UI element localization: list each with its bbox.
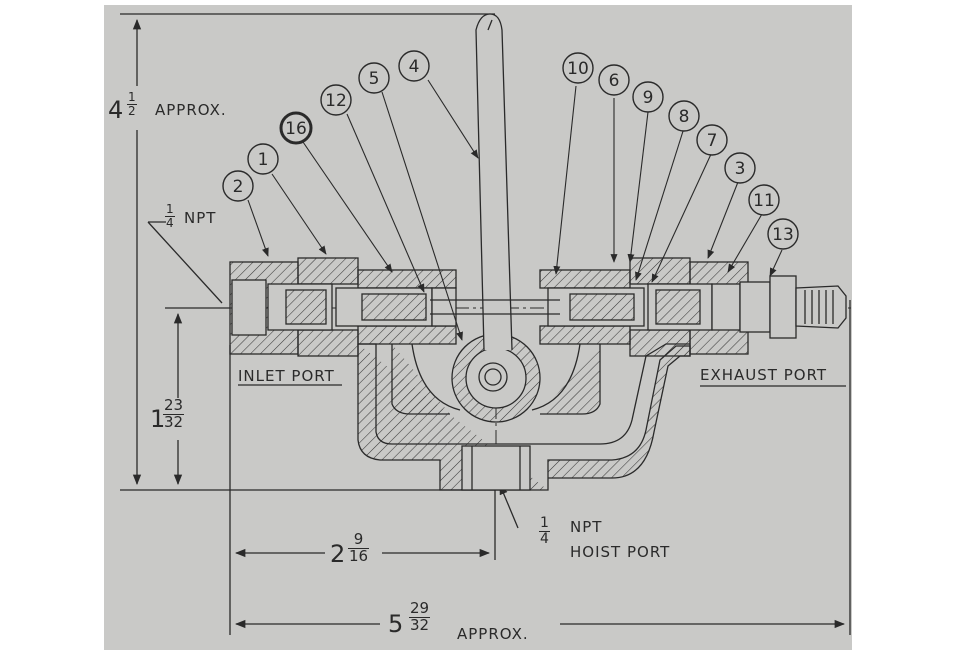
leader-lines xyxy=(247,79,783,341)
port-height-fraction: 23 32 xyxy=(163,396,185,431)
callout-bubbles: 21 16 12 5 4 10 6 9 873 11 13 xyxy=(222,50,799,250)
inlet-thread-label: NPT xyxy=(184,209,217,227)
callout-label: 3 xyxy=(735,159,746,179)
height-dim-whole: 4 xyxy=(108,96,124,124)
center-width-whole: 2 xyxy=(330,540,346,568)
callout-label: 11 xyxy=(753,191,775,211)
valve-body xyxy=(229,257,847,491)
exhaust-port-label: EXHAUST PORT xyxy=(700,366,828,384)
callout-13: 13 xyxy=(767,218,799,250)
callout-label: 13 xyxy=(772,225,794,245)
callout-label: 7 xyxy=(707,131,718,151)
overall-width-whole: 5 xyxy=(388,610,404,638)
height-dim-fraction: 1 2 xyxy=(127,90,137,118)
callout-label: 6 xyxy=(609,71,620,91)
hoist-thread-fraction: 1 4 xyxy=(539,515,550,547)
callout-label: 9 xyxy=(643,88,654,108)
overall-width-fraction: 29 32 xyxy=(409,599,431,634)
dimension-lines xyxy=(120,13,851,635)
callout-label: 16 xyxy=(285,119,307,139)
callout-label: 2 xyxy=(233,177,244,197)
hoist-port-label: HOIST PORT xyxy=(570,543,671,561)
callout-label: 5 xyxy=(369,69,380,89)
lever-handle xyxy=(475,13,513,351)
callout-8: 8 xyxy=(668,100,700,132)
inlet-port-label: INLET PORT xyxy=(238,367,335,385)
callout-16: 16 xyxy=(279,111,313,145)
callout-5: 5 xyxy=(358,62,390,94)
callout-label: 1 xyxy=(258,150,269,170)
callout-label: 12 xyxy=(325,91,347,111)
callout-11: 11 xyxy=(748,184,780,216)
callout-label: 10 xyxy=(567,59,589,79)
hoist-thread-label: NPT xyxy=(570,518,603,536)
callout-label: 8 xyxy=(679,107,690,127)
port-height-whole: 1 xyxy=(150,405,166,433)
callout-9: 9 xyxy=(632,81,664,113)
callout-1: 1 xyxy=(247,143,279,175)
callout-3: 3 xyxy=(724,152,756,184)
callout-12: 12 xyxy=(320,84,352,116)
callout-label: 4 xyxy=(409,57,420,77)
callout-4: 4 xyxy=(398,50,430,82)
callout-2: 2 xyxy=(222,170,254,202)
callout-10: 10 xyxy=(562,52,594,84)
center-width-fraction: 9 16 xyxy=(348,530,370,565)
height-dim-suffix: APPROX. xyxy=(155,101,227,119)
callout-6: 6 xyxy=(598,64,630,96)
overall-width-suffix: APPROX. xyxy=(457,625,529,643)
inlet-thread-fraction: 1 4 xyxy=(165,202,175,230)
callout-7: 7 xyxy=(696,124,728,156)
